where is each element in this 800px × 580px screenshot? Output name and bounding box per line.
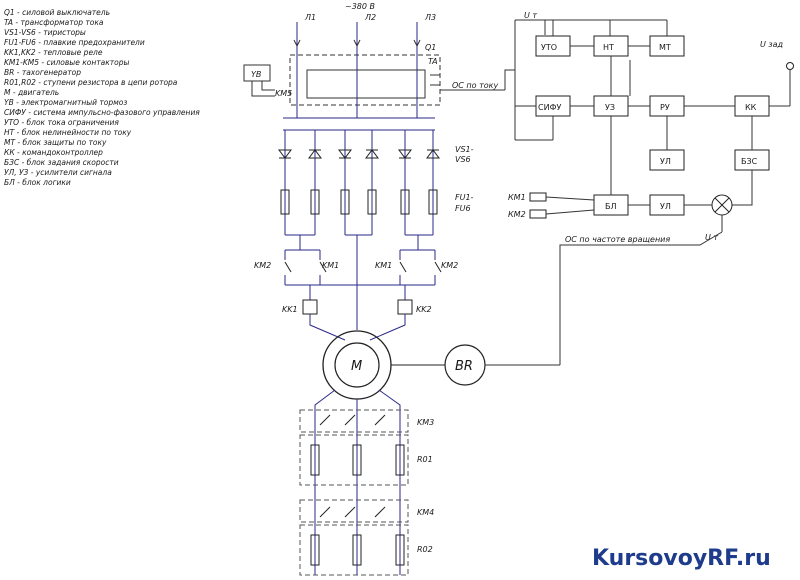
legend-item: YB - электромагнитный тормоз [4,98,127,107]
km1-left-label: KM1 [322,261,339,270]
legend-item: TA - трансформатор тока [4,18,104,27]
km1-output-box [529,192,547,202]
yb-brake-box [243,64,271,82]
phase-label-l3: Л3 [424,13,436,22]
kk1-label: KK1 [282,305,298,314]
u-set-terminal [786,62,794,70]
legend: Q1 - силовой выключатель TA - трансформа… [4,8,200,187]
uz-label: УЗ [605,103,615,112]
fu-label-2: FU6 [455,204,471,213]
uto-label: УТО [541,43,557,52]
legend-item: БЗС - блок задания скорости [4,158,119,167]
sifu-label: СИФУ [538,103,561,112]
legend-item: VS1-VS6 - тиристоры [4,28,86,37]
km2-right-label: KM2 [441,261,458,270]
legend-item: R01,R02 - ступени резистора в цепи ротор… [4,78,178,87]
phase-label-l1: Л1 [304,13,316,22]
ul2-label: УЛ [660,202,671,211]
kk2-relay [397,299,413,315]
km2-output-box [529,209,547,219]
km2-output-label: КМ2 [508,210,526,219]
legend-item: БЛ - блок логики [4,178,71,187]
vs-label: VS1- [455,145,474,154]
r02-label: R02 [417,545,433,554]
legend-item: КК - командоконтроллер [4,148,103,157]
rotor-circuit [314,389,401,575]
legend-item: СИФУ - система импульсно-фазового управл… [4,108,200,117]
km4-group [299,499,409,523]
legend-item: МТ - блок защиты по току [4,138,107,147]
km1-right-label: KM1 [375,261,392,270]
reversing-contacts [284,261,442,273]
ru-label: РУ [660,103,670,112]
ta-label: TA [428,57,438,66]
q1-label: Q1 [425,43,436,52]
kk1-relay [302,299,318,315]
legend-item: FU1-FU6 - плавкие предохранители [4,38,145,47]
km3-group [299,409,409,433]
legend-item: BR - тахогенератор [4,68,81,77]
r01-label: R01 [417,455,433,464]
km1-output-label: КМ1 [508,193,526,202]
nt-label: НТ [603,43,614,52]
bzs-label: БЗС [741,157,758,166]
ta-feedback-label: ОС по току [452,81,498,90]
kk-label: КК [745,103,757,112]
voltage-label: ~380 В [345,2,375,11]
km5-label: KM5 [275,89,292,98]
phase-label-l2: Л2 [364,13,376,22]
motor-label: M [351,359,362,374]
thyristors-vs1-vs6 [278,149,440,159]
u-set-label: U зад [760,40,784,49]
watermark: KursovoyRF.ru [592,546,771,571]
motor-inner [334,342,380,388]
legend-item: KK1,KK2 - тепловые реле [4,48,103,57]
r02-group [299,524,409,576]
kk2-label: KK2 [416,305,432,314]
vs-label-2: VS6 [455,155,471,164]
legend-item: УТО - блок тока ограничения [4,118,119,127]
yb-label: YB [251,70,261,79]
r01-group [299,434,409,486]
q1-enclosure [289,54,441,106]
fuses-fu1-fu6 [280,189,438,215]
ul-label: УЛ [660,157,671,166]
legend-item: M - двигатель [4,88,59,97]
u-top-label: U т [524,11,537,20]
bl-label: БЛ [605,202,617,211]
u-fb-label: U т [705,233,718,242]
thyristor-bus [283,117,435,235]
tacho-label: BR [455,359,473,374]
km3-label: KM3 [417,418,434,427]
km4-label: KM4 [417,508,434,517]
ta-block [306,69,426,99]
fu-label: FU1- [455,193,474,202]
supply-lines [293,22,421,52]
legend-item: Q1 - силовой выключатель [4,8,110,17]
speed-feedback-label: ОС по частоте вращения [565,235,670,244]
legend-item: KM1-KM5 - силовые контакторы [4,58,129,67]
km2-left-label: KM2 [254,261,271,270]
mt-label: МТ [659,43,671,52]
legend-item: НТ - блок нелинейности по току [4,128,132,137]
legend-item: УЛ, УЗ - усилители сигнала [4,168,112,177]
